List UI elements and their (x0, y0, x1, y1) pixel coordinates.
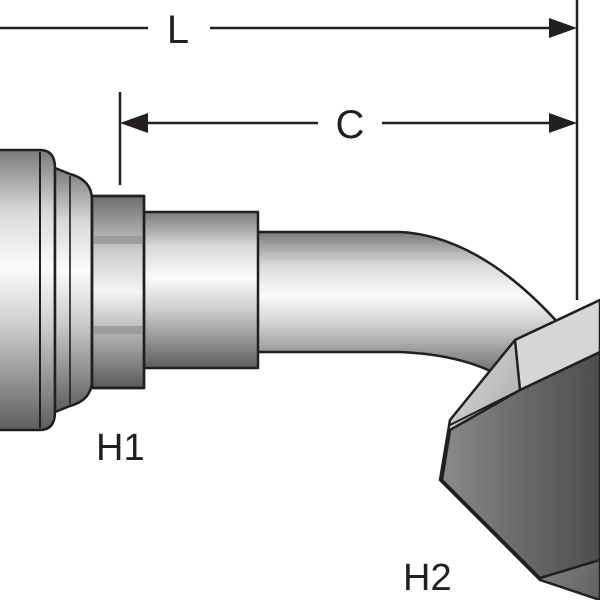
hex-nut-h2 (438, 298, 600, 600)
h2-edge (449, 389, 521, 426)
ferrule-shoulder (53, 166, 94, 414)
label-h1: H1 (96, 427, 145, 469)
arrowhead-icon (120, 113, 148, 133)
fitting-body (0, 148, 600, 600)
tube-sleeve (140, 210, 260, 370)
arrowhead-icon (549, 113, 577, 133)
label-h2: H2 (403, 557, 452, 599)
dimension-c: C (118, 92, 577, 185)
hex-nut-h1-outline (90, 194, 146, 390)
h2-chamfer (513, 298, 600, 392)
ferrule (0, 148, 57, 432)
dimension-l: L (0, 0, 579, 300)
h2-dark-face (440, 350, 600, 580)
hex-nut-h1 (90, 194, 146, 390)
arrowhead-icon (549, 18, 577, 38)
label-c: C (336, 103, 365, 147)
label-l: L (167, 8, 189, 52)
